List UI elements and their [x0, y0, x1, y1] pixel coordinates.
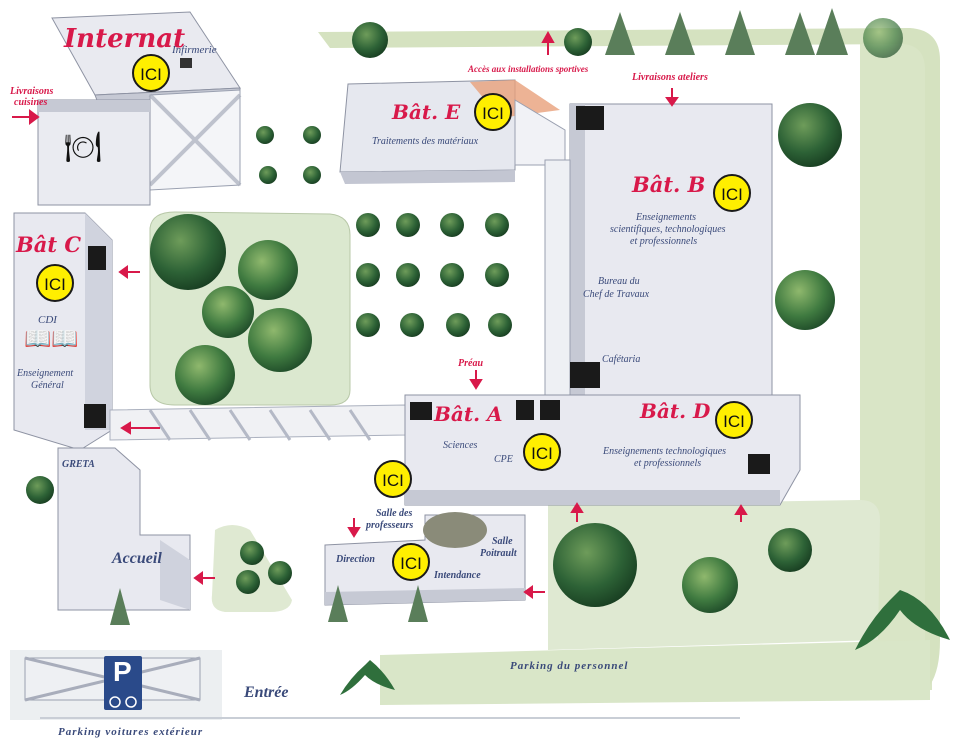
ici-marker-bat-b: ICI — [713, 174, 751, 212]
bat-d-title: Bât. D — [640, 399, 711, 423]
parking-sign — [104, 656, 142, 710]
bat-e-building — [339, 79, 566, 184]
livraisons-cuisines-1: Livraisons — [10, 86, 54, 97]
trees — [26, 8, 950, 695]
entree-label: Entrée — [244, 684, 289, 701]
internat-building — [37, 11, 242, 206]
covered-walkway — [109, 404, 406, 441]
book-icon: 📖📖 — [24, 326, 79, 351]
intendance-label: Intendance — [434, 570, 481, 581]
sciences-label: Sciences — [443, 440, 478, 451]
cpe-label: CPE — [494, 454, 513, 465]
bat-d-sub-2: et professionnels — [634, 458, 702, 469]
arrows — [12, 30, 748, 599]
parking-personnel-label: Parking du personnel — [510, 660, 629, 672]
salle-poit-1: Salle — [492, 536, 513, 547]
cdi-label: CDI — [38, 314, 57, 326]
ici-marker-bat-e: ICI — [474, 93, 512, 131]
bureau-label-2: Chef de Travaux — [583, 289, 650, 300]
direction-label: Direction — [336, 554, 375, 565]
livraisons-cuisines-2: cuisines — [14, 97, 48, 108]
bat-b-sub-3: et professionnels — [630, 236, 698, 247]
bat-d-sub-1: Enseignements technologiques — [603, 446, 727, 457]
accueil-building — [57, 447, 191, 611]
ici-marker-bat-d: ICI — [715, 401, 753, 439]
bat-b-sub-2: scientifiques, technologiques — [610, 224, 726, 235]
bureau-label-1: Bureau du — [598, 276, 640, 287]
bat-e-sub: Traitements des matériaux — [372, 136, 479, 147]
ici-marker-bat-c: ICI — [36, 264, 74, 302]
bat-b-building — [544, 103, 773, 396]
accueil-label: Accueil — [112, 550, 162, 567]
bat-e-title: Bât. E — [392, 100, 461, 124]
greta-label: GRETA — [62, 459, 95, 470]
ici-marker-direction: ICI — [392, 543, 430, 581]
salle-poit-2: Poitrault — [480, 548, 517, 559]
livraisons-ateliers-label: Livraisons ateliers — [632, 72, 708, 83]
salle-prof-2: professeurs — [366, 520, 414, 531]
ici-marker-salle-prof: ICI — [374, 460, 412, 498]
plate-icon: 🍽 — [64, 131, 103, 164]
parking-ext-label: Parking voitures extérieur — [58, 726, 204, 738]
bat-b-title: Bât. B — [632, 172, 706, 197]
internat-title: Internat — [64, 24, 186, 54]
cafetaria-label: Cafétaria — [602, 354, 641, 365]
acces-sportives-label: Accès aux installations sportives — [468, 64, 589, 74]
preau-label: Préau — [458, 358, 483, 369]
ens-general-1: Enseignement — [17, 368, 74, 379]
bat-b-sub-1: Enseignements — [636, 212, 696, 223]
parking-p-label: P — [113, 656, 132, 687]
infirmerie-label: Infirmerie — [172, 44, 217, 56]
salle-prof-1: Salle des — [376, 508, 413, 519]
bat-c-title: Bât C — [16, 232, 82, 257]
ici-marker-cpe: ICI — [523, 433, 561, 471]
ens-general-2: Général — [31, 380, 64, 391]
ici-marker-internat: ICI — [132, 54, 170, 92]
bat-a-title: Bât. A — [434, 402, 503, 426]
